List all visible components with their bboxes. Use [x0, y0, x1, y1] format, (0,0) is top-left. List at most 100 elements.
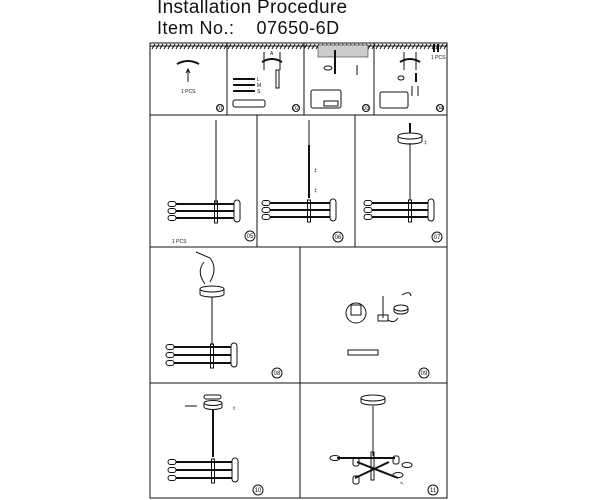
wires-icon [195, 251, 215, 285]
step-04-note: 1 PCS [431, 55, 446, 61]
lamp-shade-right [329, 198, 337, 222]
svg-text:A: A [270, 51, 274, 57]
screw-label-m: M [257, 83, 261, 89]
hatch-mark [403, 43, 408, 50]
lamp-shade-left [167, 208, 177, 214]
step-03-panel: 03 [310, 44, 370, 112]
lamp-shade-right [233, 199, 241, 223]
svg-text:‡: ‡ [314, 168, 317, 174]
screw-label-s: S [257, 89, 261, 95]
anchor-icon [323, 65, 333, 71]
lamp-shade-right [427, 198, 435, 222]
hatch-mark [183, 43, 188, 50]
hatch-mark [303, 43, 308, 50]
hatch-mark [439, 43, 444, 50]
hatch-mark [275, 43, 280, 50]
item-number: 07650-6D [256, 18, 340, 38]
svg-text:‡: ‡ [424, 140, 427, 146]
hatch-mark [175, 43, 180, 50]
hatch-mark [279, 43, 284, 50]
lamp-shade-left [167, 475, 177, 481]
step-08-panel: 08 [165, 251, 283, 379]
step-04-number: 04 [437, 106, 444, 112]
hatch-mark [231, 43, 236, 50]
hatch-mark [227, 43, 232, 50]
hatch-mark [211, 43, 216, 50]
step-03-number: 03 [363, 106, 370, 112]
hatch-mark [427, 43, 432, 50]
hatch-mark [311, 43, 316, 50]
lamp-shade-left [363, 200, 373, 206]
item-number-line: Item No.: 07650-6D [157, 18, 340, 39]
hatch-mark [219, 43, 224, 50]
hatch-mark [235, 43, 240, 50]
step-06-number: 06 [335, 235, 342, 241]
hatch-mark [371, 43, 376, 50]
hatch-mark [423, 43, 428, 50]
terminal-block-icon [345, 302, 367, 324]
hatch-mark [283, 43, 288, 50]
step-08-number: 08 [274, 371, 281, 377]
cover-icon [203, 394, 222, 400]
drill-icon [310, 89, 342, 109]
canopy-icon [397, 132, 423, 140]
ceiling-hatch [150, 43, 448, 50]
bracket-icon [399, 58, 421, 63]
step-11-number: 11 [430, 488, 437, 494]
hatch-mark [267, 43, 272, 50]
bracket-icon [261, 58, 283, 63]
hatch-mark [407, 43, 412, 50]
hatch-mark [151, 43, 156, 50]
hatch-mark [163, 43, 168, 50]
hatch-mark [383, 43, 388, 50]
grid-lines [150, 43, 447, 498]
hatch-mark [387, 43, 392, 50]
step-05-note: 1 PCS [172, 239, 187, 245]
canopy-icon [203, 400, 223, 406]
hatch-mark [155, 43, 160, 50]
step-09-number: 09 [421, 371, 428, 377]
lamp-shade-left [165, 352, 175, 358]
page-title: Installation Procedure [157, 0, 348, 18]
hatch-mark [295, 43, 300, 50]
hatch-mark [411, 43, 416, 50]
step-10-panel: ⇧ 10 [167, 394, 264, 496]
hatch-mark [179, 43, 184, 50]
step-07-number: 07 [434, 235, 441, 241]
hatch-mark [215, 43, 220, 50]
lamp-shade-left [261, 214, 271, 220]
hatch-mark [251, 43, 256, 50]
hatch-mark [395, 43, 400, 50]
lamp-shade-left [167, 201, 177, 207]
hatch-mark [419, 43, 424, 50]
screwdriver-icon [347, 349, 379, 356]
svg-text:↖: ↖ [400, 481, 404, 487]
hatch-mark [263, 43, 268, 50]
canopy-icon [199, 285, 225, 293]
step-07-panel: ‡ 07 [363, 123, 443, 243]
hatch-mark [259, 43, 264, 50]
step-05-panel: 1 PCS 05 [167, 120, 256, 245]
hatch-mark [243, 43, 248, 50]
hatch-mark [307, 43, 312, 50]
lamp-shade-left [363, 207, 373, 213]
step-02-panel: A L M S 02 [232, 51, 300, 112]
hatch-mark [379, 43, 384, 50]
canopy-icon [393, 304, 409, 312]
hatch-mark [391, 43, 396, 50]
frame [149, 42, 448, 499]
hatch-mark [399, 43, 404, 50]
item-label: Item No.: [157, 18, 235, 38]
hatch-mark [287, 43, 292, 50]
lamp-shade-left [167, 467, 177, 473]
hatch-mark [191, 43, 196, 50]
hatch-mark [195, 43, 200, 50]
canopy-icon [360, 394, 386, 402]
hatch-mark [299, 43, 304, 50]
screwdriver-icon [379, 91, 409, 109]
hatch-mark [443, 43, 448, 50]
hatch-mark [223, 43, 228, 50]
lamp-shade-right [230, 342, 238, 368]
svg-text:⇧: ⇧ [232, 406, 236, 412]
